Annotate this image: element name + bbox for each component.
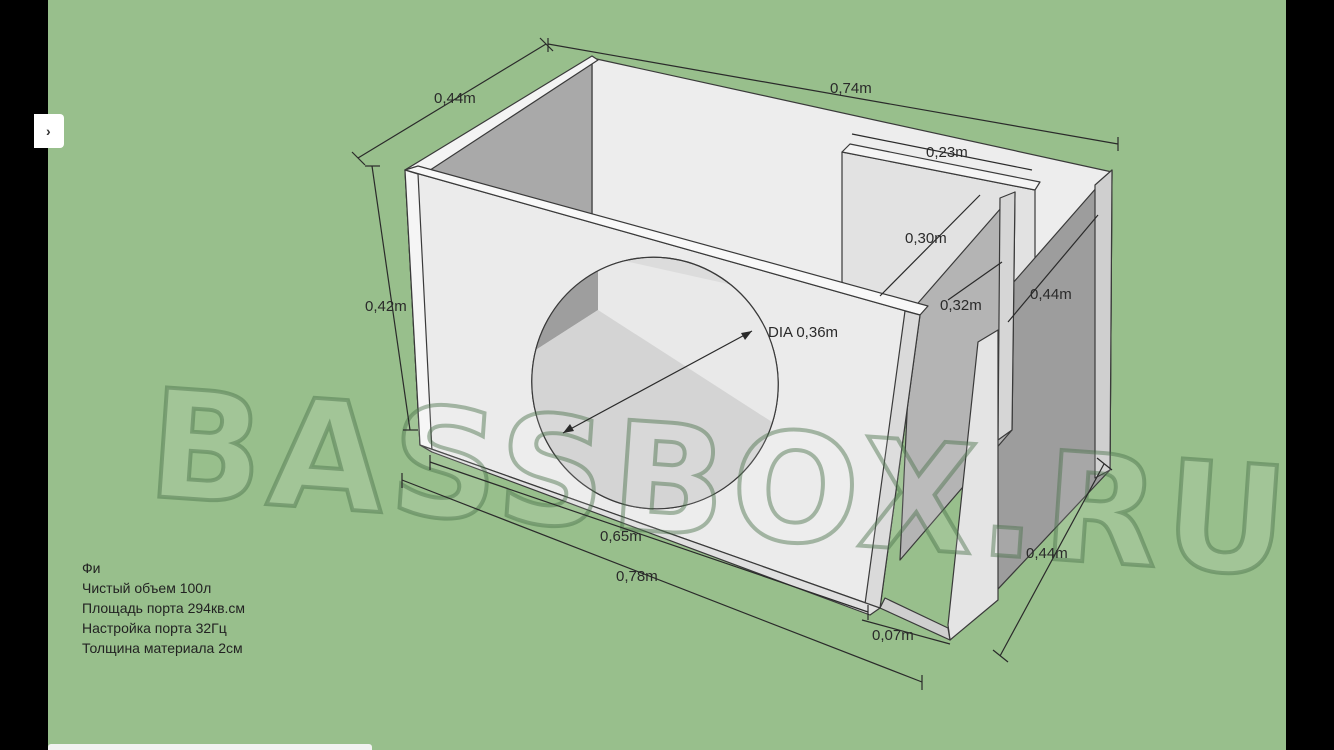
spec-list: Фи Чистый объем 100л Площадь порта 294кв… [82,558,245,658]
spec-port-tuning: Настройка порта 32Гц [82,620,227,636]
chevron-right-icon: › [46,123,51,139]
dim-side-depth: 0,44m [1030,286,1072,303]
front-baffle-top-edge [404,165,929,316]
spec-title: Фи [82,560,101,576]
design-canvas: BASSBOX.RU [48,0,1286,750]
dim-height: 0,42m [365,298,407,315]
dim-port-partition: 0,32m [940,297,982,314]
port-partition-edge [997,191,1016,441]
port-top-edge [841,143,1041,191]
dim-depth-top: 0,44m [434,90,476,107]
spec-port-area: Площадь порта 294кв.см [82,600,246,616]
spec-material-thickness: Толщина материала 2см [82,640,243,656]
port-floor [879,597,951,641]
bottom-bar [48,744,372,750]
dim-front-inner: 0,65m [600,528,642,545]
front-baffle-bottom-edge [419,444,881,616]
dim-bottom-depth: 0,44m [1026,545,1068,562]
spec-net-volume: Чистый объем 100л [82,580,212,596]
right-side-front-edge [1094,169,1113,479]
subwoofer-box-diagram: BASSBOX.RU [141,37,1286,690]
right-front-strip [947,329,999,641]
dim-port-width: 0,23m [926,144,968,161]
dim-port-gap: 0,07m [872,627,914,644]
dim-front-outer: 0,78m [616,568,658,585]
dim-port-depth: 0,30m [905,230,947,247]
side-panel-toggle[interactable]: › [34,114,64,148]
watermark-text: BASSBOX.RU [143,358,1286,612]
dim-width-top: 0,74m [830,80,872,97]
dim-driver-dia: DIA 0,36m [768,324,838,341]
dimension-lines [351,37,1119,690]
